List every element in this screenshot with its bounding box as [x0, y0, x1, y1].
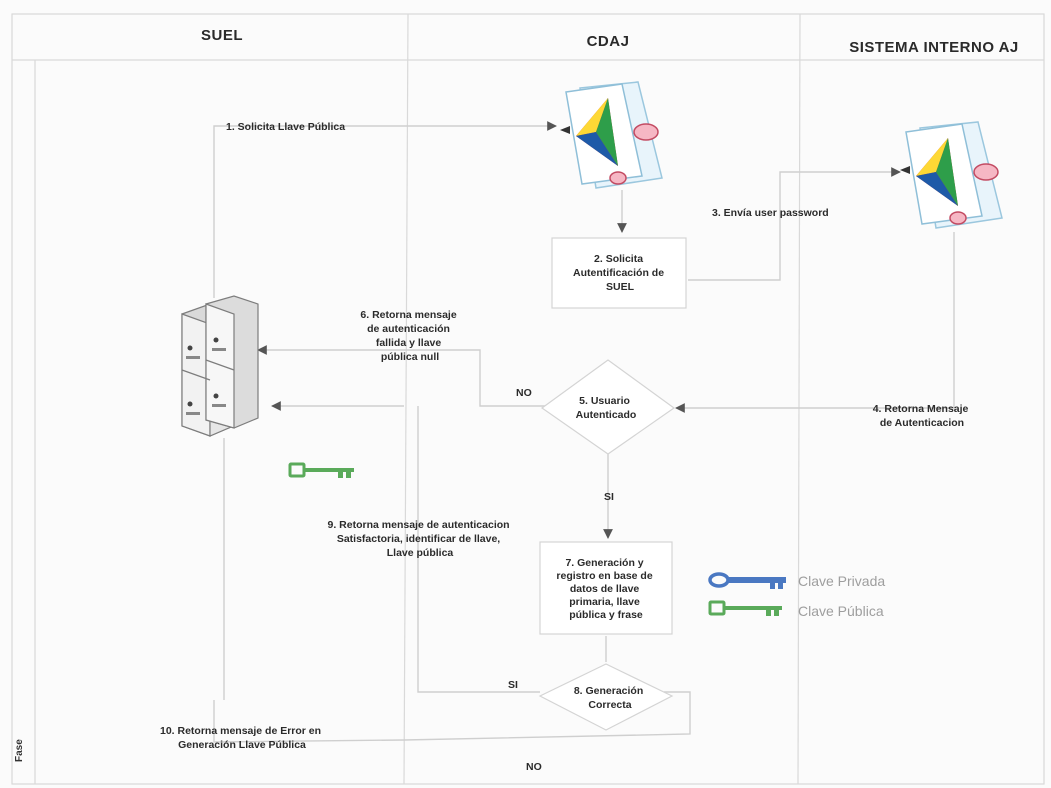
process-box-2 [551, 237, 687, 309]
legend-public-key-icon [708, 600, 782, 616]
cdaj-system-icon [560, 81, 663, 189]
decision-diamond-5 [540, 359, 676, 455]
legend-public-label: Clave Pública [798, 603, 884, 619]
step-9-text: 9. Retorna mensaje de autenticacion Sati… [328, 519, 513, 559]
step-4-text: 4. Retorna Mensaje de Autenticacion [873, 403, 972, 429]
branch-no-bottom: NO [526, 761, 542, 773]
lane-title-suel: SUEL [201, 27, 243, 44]
process-box-7 [539, 541, 673, 635]
step-8-text: 8. Generación Correcta [574, 685, 646, 711]
step-6-text: 6. Retorna mensaje de autenticación fall… [360, 309, 459, 363]
lane-title-cdaj: CDAJ [587, 33, 630, 50]
connectors [213, 121, 955, 743]
branch-no-top: NO [516, 387, 532, 399]
side-label: Fase [14, 739, 25, 762]
legend-private-key-icon [708, 572, 786, 589]
public-key-icon [288, 462, 354, 478]
step-10-text: 10. Retorna mensaje de Error en Generaci… [160, 725, 324, 751]
legend: Clave Privada Clave Pública [708, 572, 885, 619]
step-5-text: 5. Usuario Autenticado [576, 395, 637, 421]
legend-private-label: Clave Privada [798, 573, 885, 589]
swimlane-frame [11, 13, 1045, 785]
decision-diamond-8 [538, 663, 674, 731]
step-2-text: 2. Solicita Autentificación de SUEL [573, 253, 667, 293]
branch-si-mid: SI [604, 491, 614, 503]
interno-system-icon [900, 121, 1003, 229]
step-3-text: 3. Envía user password [712, 207, 829, 219]
branch-si-low: SI [508, 679, 518, 691]
step-7-text: 7. Generación y registro en base de dato… [556, 557, 655, 621]
suel-server-icon [181, 295, 259, 437]
lane-title-interno: SISTEMA INTERNO AJ [849, 39, 1019, 56]
step-1-text: 1. Solicita Llave Pública [226, 121, 345, 133]
